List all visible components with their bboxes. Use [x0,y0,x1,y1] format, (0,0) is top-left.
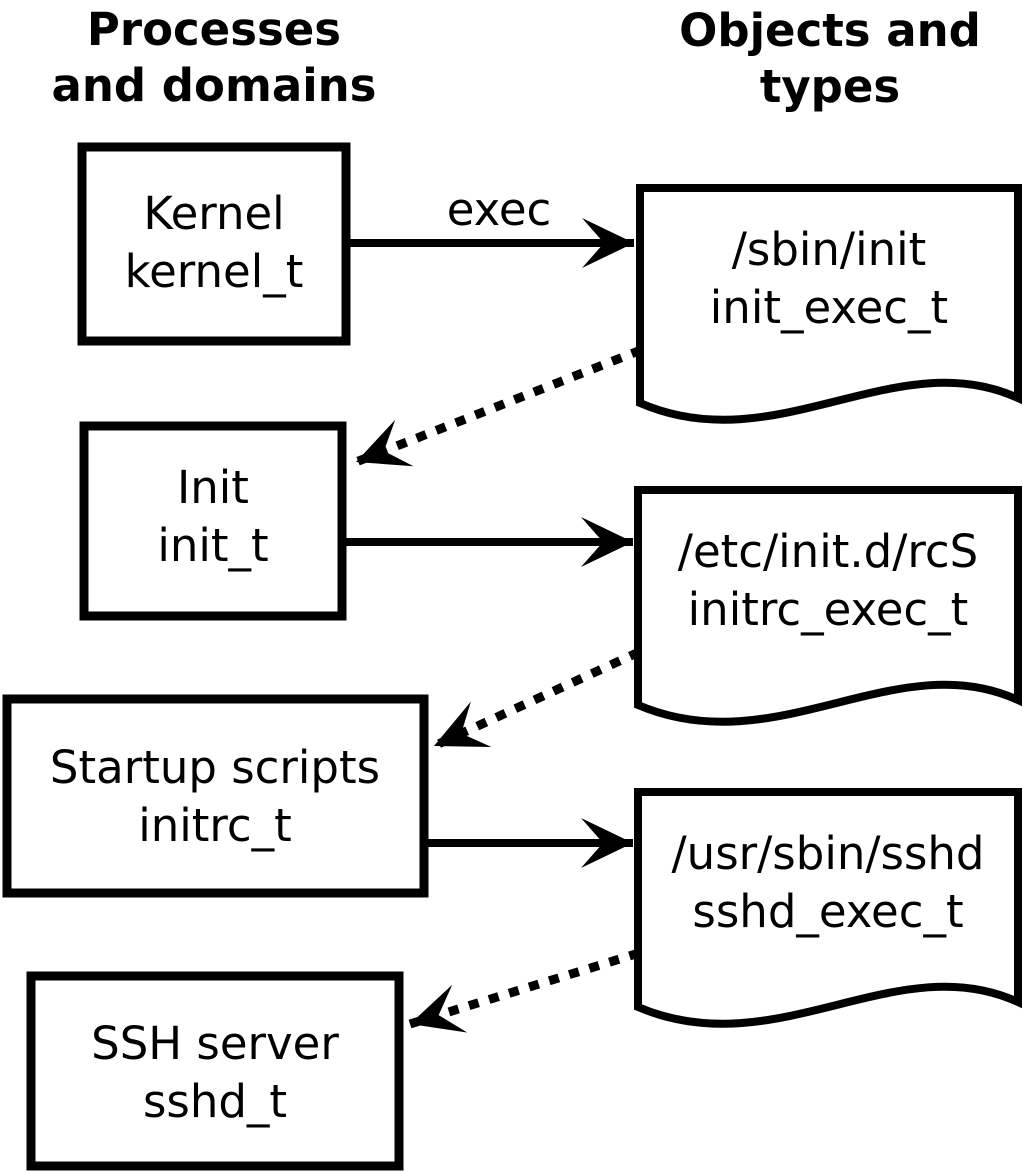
right-column-title-line1: Objects and [679,4,981,57]
exec-arrow-label: exec [447,183,552,236]
object-doc-usr-sbin-sshd-path: /usr/sbin/sshd [672,827,985,880]
object-doc-etc-initd-rcs-path: /etc/init.d/rcS [678,525,978,578]
process-box-kernel [77,142,351,346]
object-doc-sbin-init-type: init_exec_t [710,281,948,334]
process-box-kernel-type: kernel_t [125,245,304,298]
object-doc-sbin-init [636,184,1022,424]
object-doc-usr-sbin-sshd-type: sshd_exec_t [692,885,963,938]
process-box-init-type: init_t [157,519,268,572]
process-box-init [79,421,347,621]
process-box-ssh-server-name: SSH server [91,1017,339,1070]
process-box-startup-scripts-type: initrc_t [138,799,292,852]
object-doc-sbin-init-path: /sbin/init [732,223,927,276]
object-doc-etc-initd-rcs [634,486,1022,726]
process-box-startup-scripts [2,694,429,898]
transition-arrow-sshdexec-to-sshd [408,948,641,1033]
object-doc-usr-sbin-sshd [634,788,1022,1028]
transition-arrow-initexec-to-init [354,345,643,467]
right-column-title-line2: types [760,60,900,113]
left-column-title-line2: and domains [52,59,377,112]
process-box-init-name: Init [177,461,249,514]
object-doc-etc-initd-rcs-type: initrc_exec_t [688,583,969,636]
transition-arrow-initrcexec-to-initrc [432,647,641,751]
process-box-ssh-server [26,971,404,1171]
left-column-title-line1: Processes [87,3,341,56]
process-box-ssh-server-type: sshd_t [143,1075,287,1128]
process-box-kernel-name: Kernel [143,187,284,240]
process-box-startup-scripts-name: Startup scripts [50,741,380,794]
